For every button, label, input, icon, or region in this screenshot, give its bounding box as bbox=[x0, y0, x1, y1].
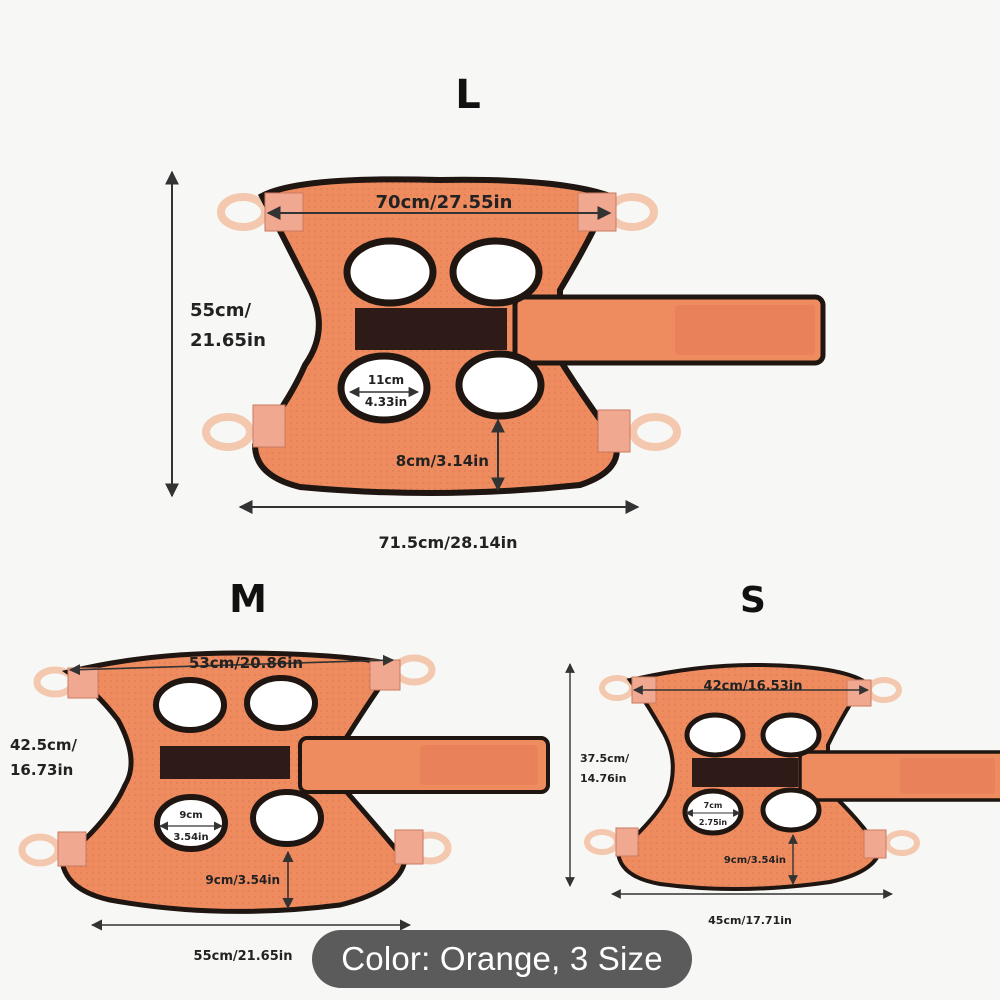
dim-hole-line1-s: 7cm bbox=[704, 801, 723, 810]
dim-height-line2-l: 21.65in bbox=[190, 330, 266, 351]
dim-bottom-gap-s: 9cm/3.54in bbox=[724, 855, 786, 866]
dim-height-line2-s: 14.76in bbox=[580, 772, 626, 785]
leg-holes-m bbox=[153, 675, 324, 852]
harness-medium: M 53cm/20.86in 42.5cm/ 16.73in bbox=[10, 577, 550, 964]
velcro-panel-l bbox=[355, 308, 507, 350]
harness-small: S 42cm/16.53in 37.5cm/ 14.76in bbox=[565, 580, 1000, 927]
color-size-caption: Color: Orange, 3 Size bbox=[312, 930, 692, 988]
dim-hole-line1-l: 11cm bbox=[368, 373, 404, 387]
strap-loops-l bbox=[202, 193, 681, 451]
harness-large: L 70cm/27.55in bbox=[165, 72, 826, 552]
size-label-s: S bbox=[740, 580, 766, 621]
dim-width-top-s: 42cm/16.53in bbox=[704, 679, 803, 694]
dim-total-width-l: 71.5cm/28.14in bbox=[379, 533, 518, 552]
leg-holes-l bbox=[337, 237, 545, 424]
dim-hole-line1-m: 9cm bbox=[179, 810, 202, 821]
dim-total-width-s: 45cm/17.71in bbox=[708, 914, 792, 927]
dim-total-width-m: 55cm/21.65in bbox=[194, 949, 293, 964]
velcro-panel-m bbox=[160, 746, 290, 779]
dim-height-line1-l: 55cm/ bbox=[190, 300, 251, 321]
dim-hole-line2-m: 3.54in bbox=[173, 832, 208, 843]
dim-width-top-l: 70cm/27.55in bbox=[376, 192, 513, 213]
corner-patches-m bbox=[57, 659, 424, 867]
dim-arrow-width-top-m bbox=[68, 654, 395, 676]
size-label-m: M bbox=[229, 577, 267, 621]
dim-bottom-gap-l: 8cm/3.14in bbox=[396, 452, 489, 470]
dim-width-top-m: 53cm/20.86in bbox=[189, 654, 303, 672]
dim-bottom-gap-m: 9cm/3.54in bbox=[205, 873, 280, 887]
dim-hole-line2-l: 4.33in bbox=[365, 395, 407, 409]
velcro-panel-s bbox=[692, 758, 798, 787]
dim-height-line2-m: 16.73in bbox=[10, 761, 73, 779]
dim-height-line1-s: 37.5cm/ bbox=[580, 752, 630, 765]
dim-height-line1-m: 42.5cm/ bbox=[10, 736, 78, 754]
dim-hole-line2-s: 2.75in bbox=[699, 818, 727, 827]
size-label-l: L bbox=[455, 72, 481, 118]
